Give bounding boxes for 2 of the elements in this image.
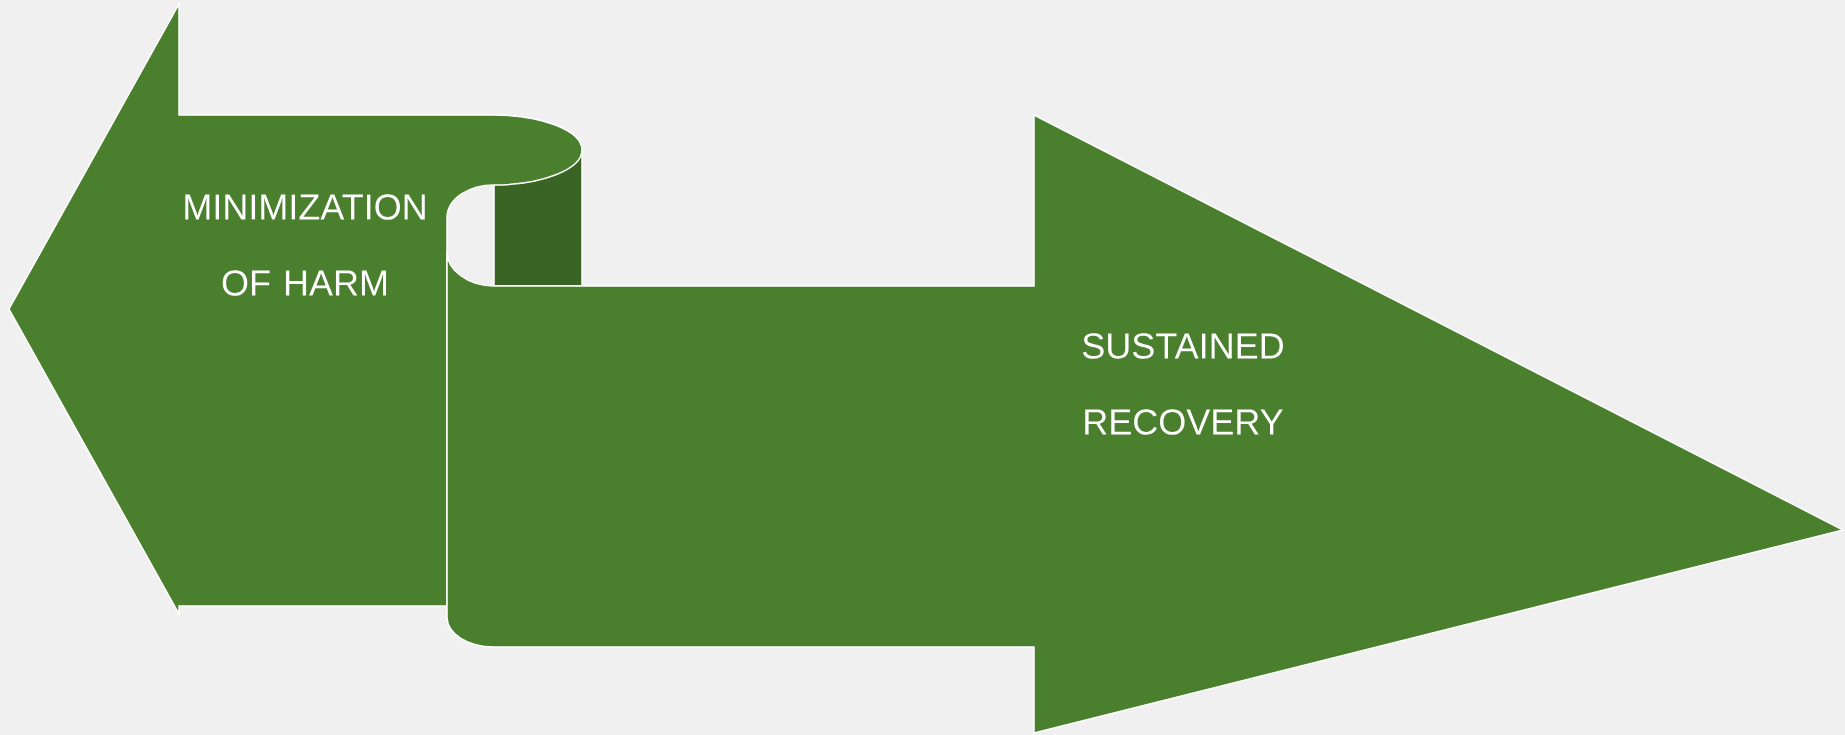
arrow-banner: MINIMIZATION OF HARM [8,3,583,615]
arrow-banner: SUSTAINED RECOVERY [446,114,1844,734]
